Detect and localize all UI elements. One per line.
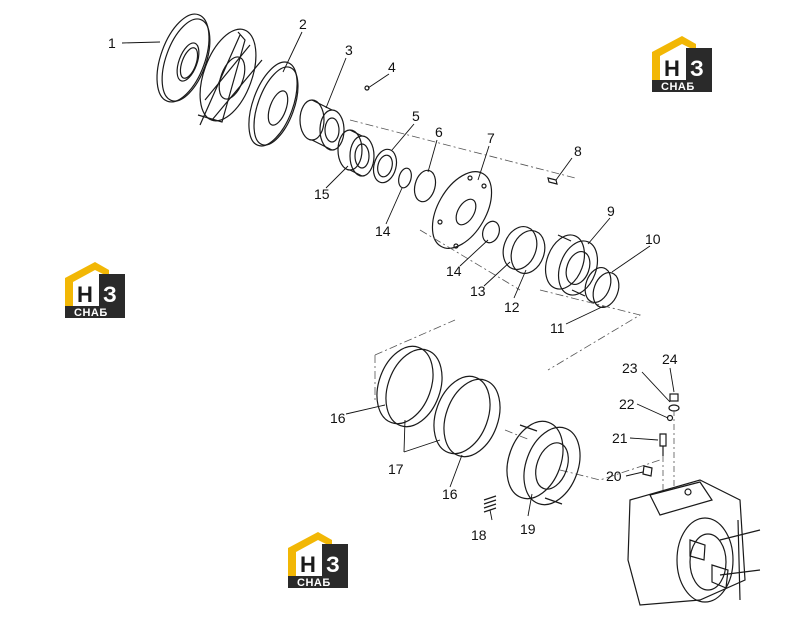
part-10-11-rings [584,266,620,309]
callout-8: 8 [574,143,582,159]
callout-12: 12 [504,299,520,315]
callout-labels: 1 2 3 4 5 6 7 8 9 10 11 12 13 14 14 15 1… [108,16,678,543]
part-14-o-ring-lower [481,220,501,244]
callout-16-right: 16 [442,486,458,502]
callout-4: 4 [388,59,396,75]
callout-1: 1 [108,35,116,51]
part-12-13-seals [502,226,546,274]
callout-11: 11 [550,320,565,336]
assembly-outline-lower [374,319,661,481]
part-16-17-seals [376,345,501,458]
logo-word: СНАБ [74,307,108,319]
callout-18: 18 [471,527,487,543]
callout-20: 20 [606,468,622,484]
part-18-spring [483,495,497,513]
part-8-key [547,177,558,185]
callout-15: 15 [314,186,330,202]
callout-14-lower: 14 [446,263,462,279]
part-6-snap-ring [413,169,437,203]
watermark-logo-bottom: Н З СНАБ [288,532,348,589]
part-9-piston [544,234,599,297]
part-21-fitting [659,433,667,456]
callout-7: 7 [487,130,495,146]
watermark-logo-top-right: Н З СНАБ [652,36,712,93]
logo-digit: З [690,56,704,81]
callout-22: 22 [619,396,635,412]
part-7-end-plate [431,171,493,249]
part-14-o-ring-upper [398,167,412,189]
part-24-plug [669,393,679,402]
part-5-ring [372,148,398,184]
logo-digit: З [326,552,340,577]
part-separator-plate [197,28,263,126]
callout-6: 6 [435,124,443,140]
part-4-pin [364,85,370,91]
callout-16-left: 16 [330,410,346,426]
callout-13: 13 [470,283,486,299]
watermark-logo-left: Н З СНАБ [65,262,125,319]
callout-24: 24 [662,351,678,367]
callout-23: 23 [622,360,638,376]
callout-9: 9 [607,203,615,219]
logo-letters: Н [300,552,316,577]
logo-letters: Н [664,56,680,81]
callout-3: 3 [345,42,353,58]
part-3-hub [299,99,345,151]
callout-14-upper: 14 [375,223,391,239]
assembly-outline-upper [349,119,642,371]
parts-layer [156,13,761,606]
callout-21: 21 [612,430,628,446]
callout-10: 10 [645,231,661,247]
logo-digit: З [103,282,117,307]
part-20-fitting [642,465,653,477]
final-drive-housing [627,410,761,606]
logo-word: СНАБ [297,577,331,589]
part-2-steel-disc [248,61,299,147]
leader-lines [121,31,675,521]
callout-5: 5 [412,108,420,124]
callout-2: 2 [299,16,307,32]
logo-word: СНАБ [661,81,695,93]
callout-19: 19 [520,521,536,537]
part-19-piston-housing [506,420,581,506]
logo-letters: Н [77,282,93,307]
part-15-bearing [337,129,375,177]
part-22-fitting [666,414,674,422]
callout-17: 17 [388,461,404,477]
